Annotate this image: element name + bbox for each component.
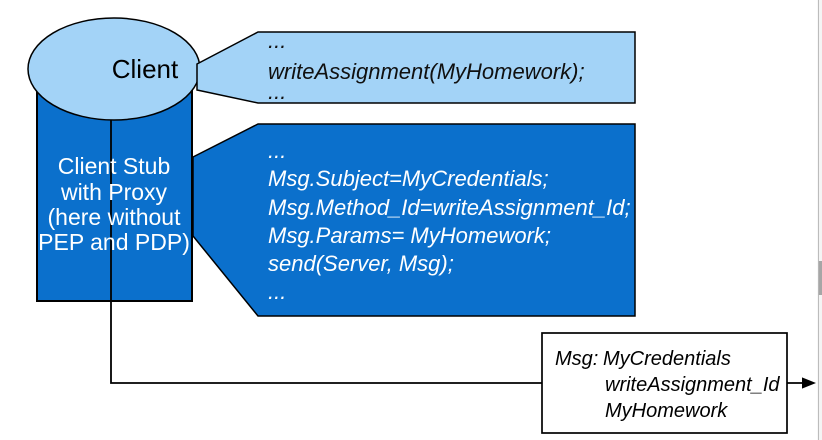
stub-code-line: Msg.Method_Id=writeAssignment_Id; (268, 195, 631, 220)
client-stub-label-line: with Proxy (60, 179, 168, 205)
client-code-line: ... (268, 28, 286, 53)
client-code-callout (196, 31, 636, 104)
scrollbar-thumb[interactable] (818, 261, 822, 295)
stub-code-line: ... (268, 138, 286, 163)
client-code-line: ... (268, 79, 286, 104)
client-label: Client (112, 54, 179, 84)
client-stub-label-line: (here without (48, 204, 182, 230)
stub-code-callout (192, 123, 636, 317)
message-box-label: Msg: (555, 348, 598, 370)
message-box-value: MyHomework (605, 400, 728, 422)
message-box-value: MyCredentials (603, 348, 731, 370)
message-box-value: writeAssignment_Id (605, 374, 780, 396)
client-stub-label-line: Client Stub (58, 153, 171, 179)
stub-code-line: send(Server, Msg); (268, 251, 454, 276)
client-code-line: writeAssignment(MyHomework); (268, 59, 585, 84)
stub-code-line: ... (268, 279, 286, 304)
stub-code-line: Msg.Params= MyHomework; (268, 223, 551, 248)
stub-code-line: Msg.Subject=MyCredentials; (268, 166, 549, 191)
arrowhead-icon (802, 377, 816, 389)
scrollbar-track[interactable] (818, 0, 822, 440)
client-stub-label-line: PEP and PDP) (38, 229, 190, 255)
message-box (541, 332, 788, 434)
